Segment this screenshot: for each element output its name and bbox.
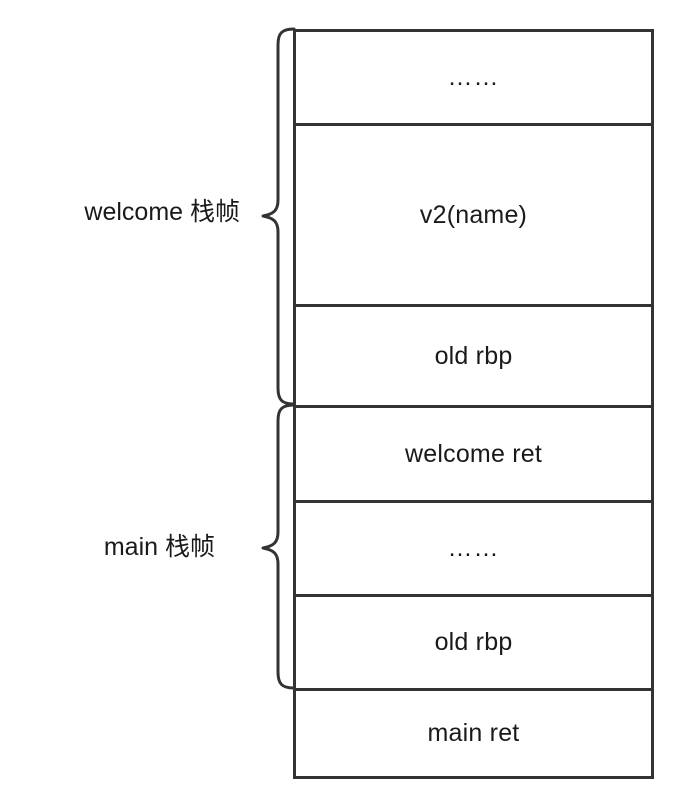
- welcome-frame-brace: [261, 27, 296, 406]
- stack-cell-main-locals-ellipsis: ……: [296, 500, 651, 594]
- main-frame-brace: [261, 403, 296, 690]
- stack-cell-welcome-locals-ellipsis: ……: [447, 63, 500, 91]
- stack-cell-main-ret: main ret: [296, 688, 651, 776]
- stack-cell-welcome-ret: welcome ret: [296, 405, 651, 500]
- frame-label-welcome: welcome 栈帧: [84, 198, 240, 226]
- frame-label-main: main 栈帧: [103, 533, 215, 561]
- stack-cell-v2-name: v2(name): [296, 123, 651, 304]
- stack-cell-main-old-rbp: old rbp: [296, 594, 651, 688]
- stack-cell-welcome-old-rbp: old rbp: [296, 304, 651, 405]
- stack-table: …… v2(name) old rbp welcome ret …… old r…: [293, 29, 654, 779]
